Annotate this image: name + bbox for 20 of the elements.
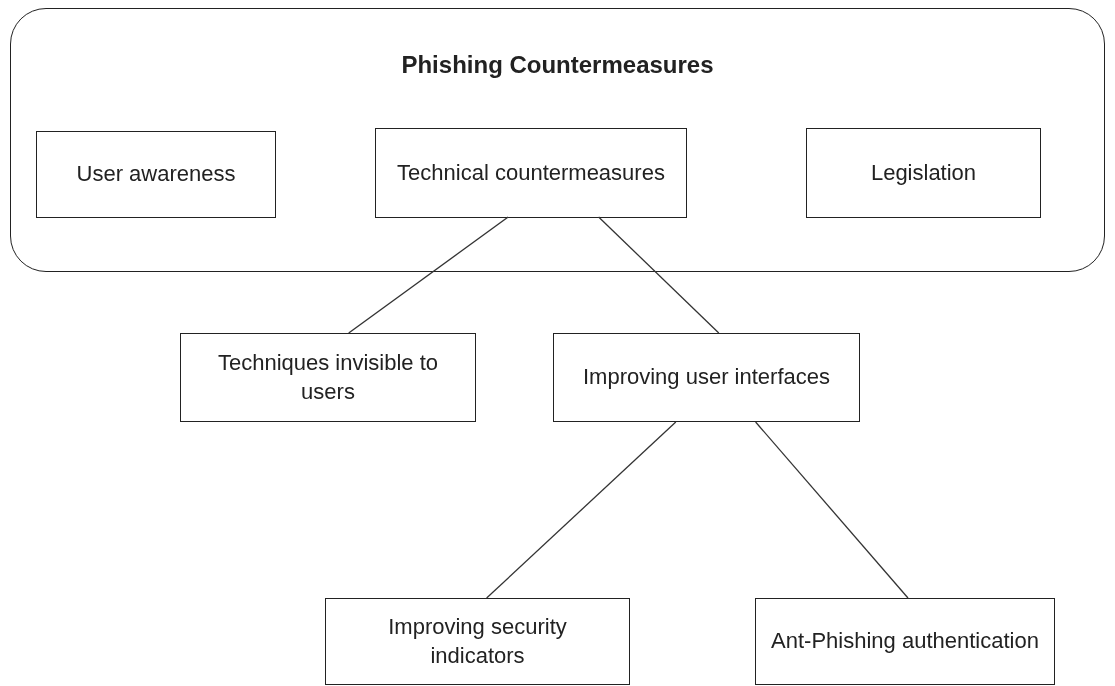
group-container (10, 8, 1105, 272)
connector-line (486, 421, 677, 599)
process-box (375, 128, 687, 218)
box-label: Improving security indicators (387, 612, 568, 670)
box-label: Ant-Phishing authentication (771, 627, 1039, 656)
box-label: Improving user interfaces (583, 363, 830, 392)
connector-line (348, 216, 509, 334)
box-label: Legislation (870, 158, 977, 187)
box-label: Technical countermeasures (397, 158, 665, 187)
process-box (180, 333, 476, 422)
box-label: User awareness (76, 160, 236, 189)
process-box (755, 598, 1055, 685)
process-box (36, 131, 276, 218)
connector-line (754, 421, 909, 599)
box-label: Techniques invisible to users (216, 348, 440, 406)
process-box (325, 598, 630, 685)
group-title: Phishing Countermeasures (401, 50, 714, 80)
process-box (806, 128, 1041, 218)
process-box (553, 333, 860, 422)
connector-line (598, 216, 720, 334)
